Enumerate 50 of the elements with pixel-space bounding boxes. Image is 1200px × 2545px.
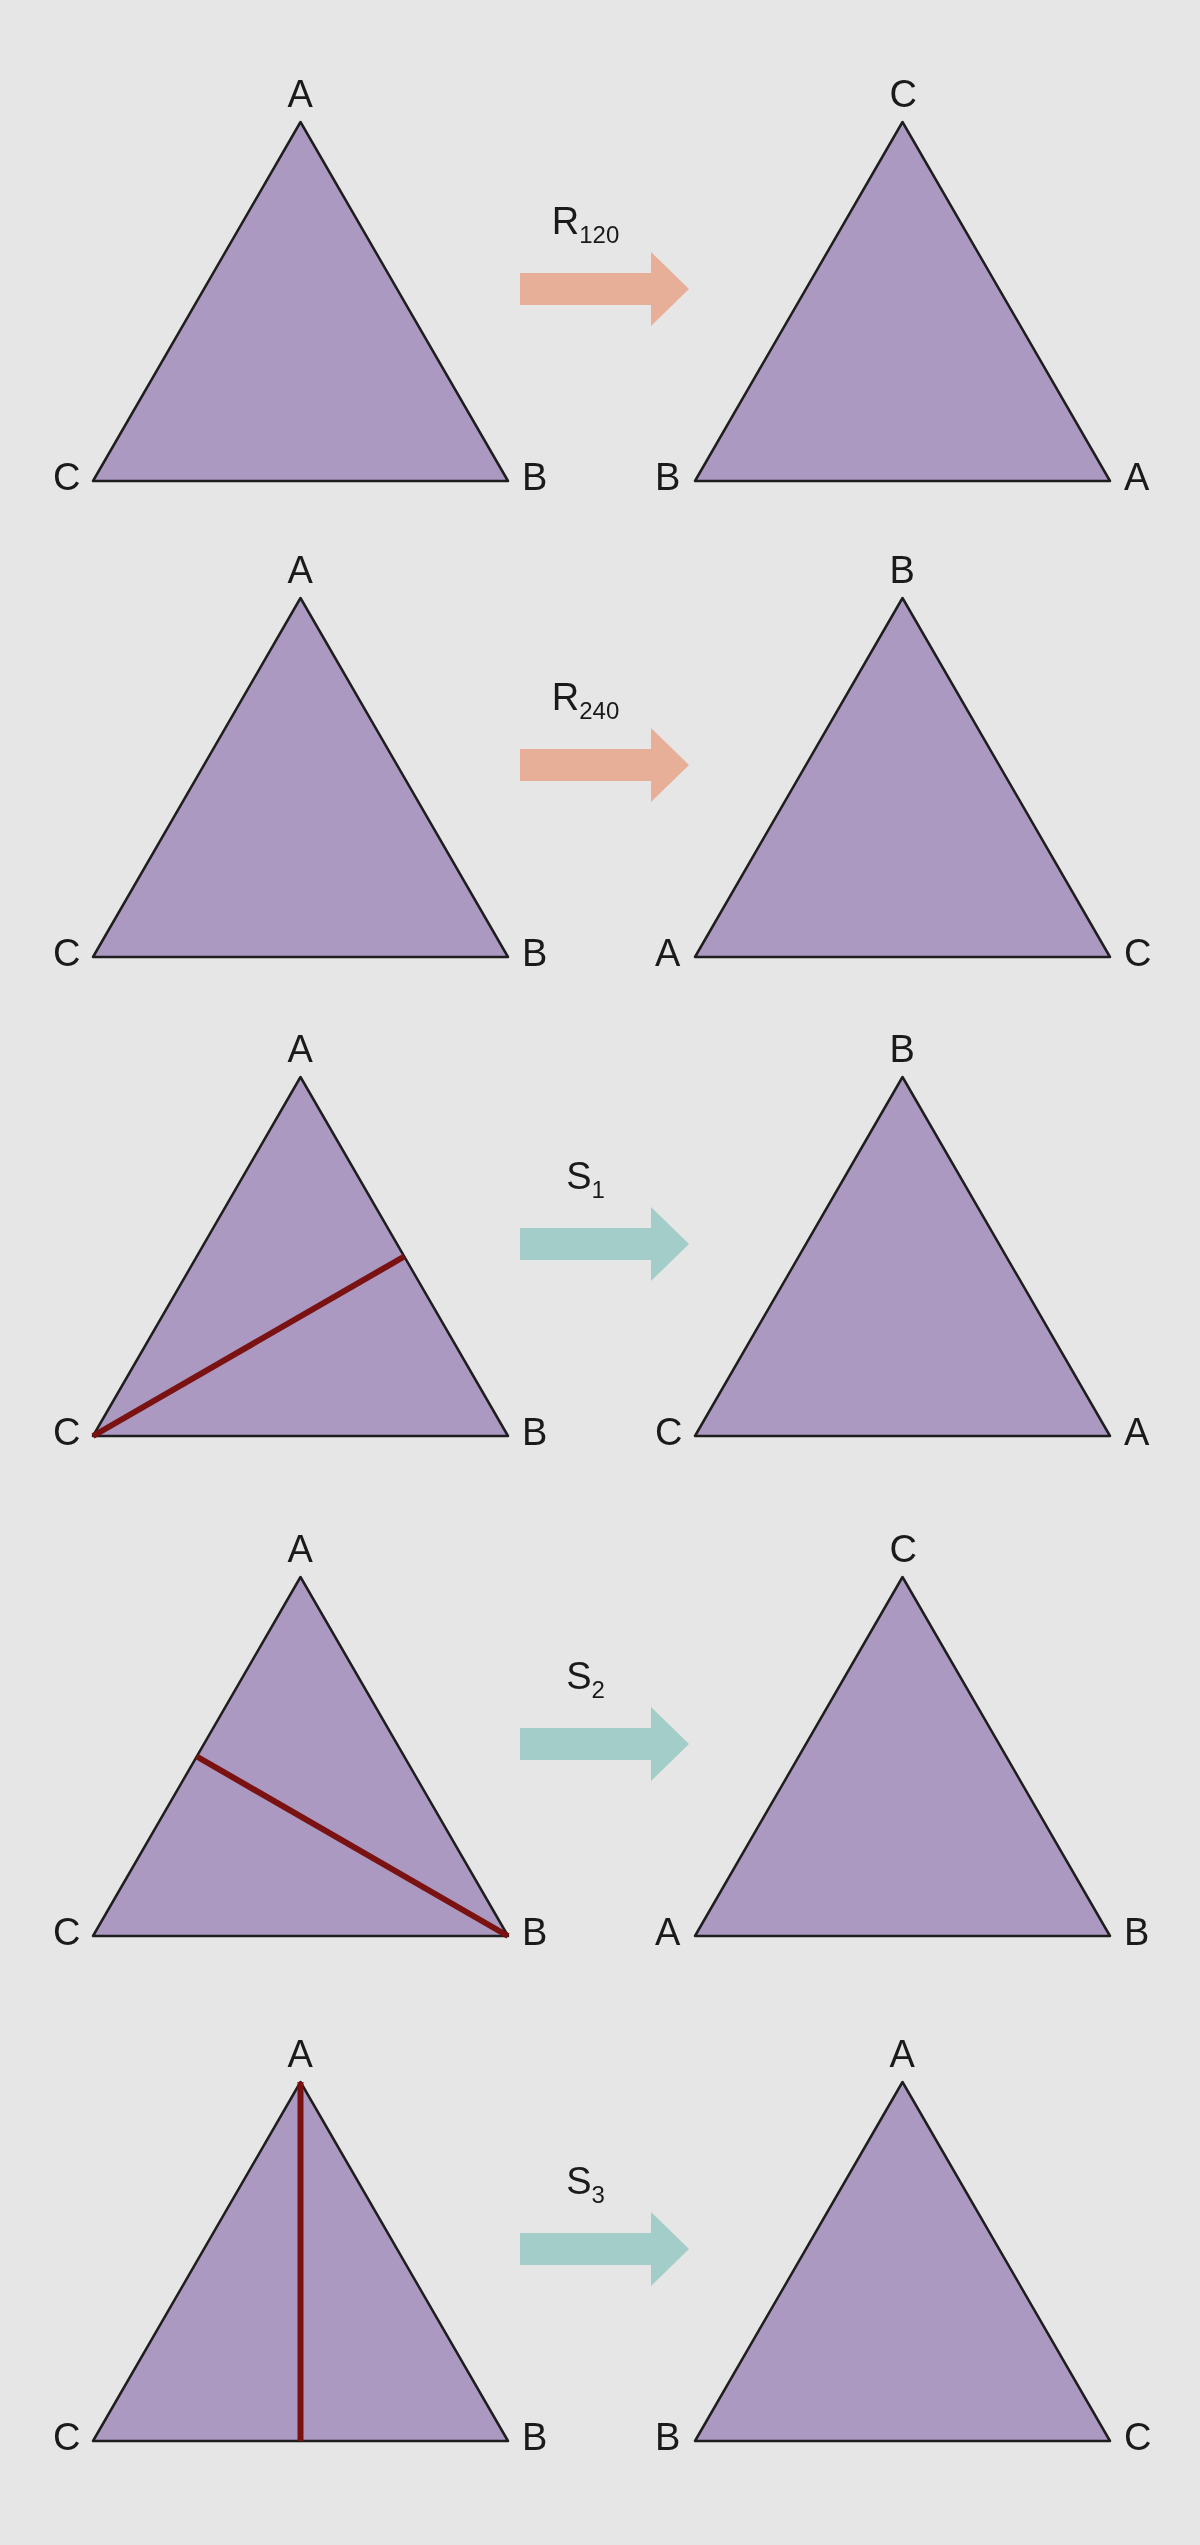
vertex-label: C [53,1912,81,1952]
vertex-label: B [889,1029,915,1069]
triangle [93,598,508,957]
triangle [93,2082,508,2441]
vertex-label: C [53,2417,81,2457]
vertex-label: A [655,933,681,973]
vertex-label: B [655,2417,681,2457]
vertex-label: C [655,1412,683,1452]
triangle [695,2082,1110,2441]
arrow [520,1707,689,1781]
vertex-label: C [53,457,81,497]
vertex-label: C [889,1529,917,1569]
vertex-label: B [1124,1912,1150,1952]
vertex-label: C [1124,933,1152,973]
vertex-label: A [287,74,313,114]
edge-label: R$_{240}$ [551,675,620,726]
vertex-label: A [1124,1412,1150,1452]
vertex-label: B [889,550,915,590]
edge-label: S$_{2}$ [566,1654,605,1705]
triangle [695,598,1110,957]
arrow [520,2212,689,2286]
vertex-label: C [889,74,917,114]
vertex-label: C [53,933,81,973]
vertex-label: B [522,933,548,973]
edge-label: S$_{1}$ [566,1154,605,1205]
vertex-label: A [655,1912,681,1952]
vertex-label: B [522,2417,548,2457]
vertex-label: A [889,2034,915,2074]
vertex-label: A [287,1529,313,1569]
vertex-label: A [287,550,313,590]
edge-label: S$_{3}$ [566,2159,605,2210]
vertex-label: A [1124,457,1150,497]
vertex-label: B [522,457,548,497]
edge-label: R$_{120}$ [551,199,620,250]
triangle [695,122,1110,481]
vertex-label: B [522,1412,548,1452]
arrow [520,1207,689,1281]
vertex-label: B [655,457,681,497]
arrow [520,728,689,802]
vertex-label: A [287,1029,313,1069]
triangle [93,1577,508,1936]
triangle [93,122,508,481]
vertex-label: C [53,1412,81,1452]
vertex-label: C [1124,2417,1152,2457]
vertex-label: B [522,1912,548,1952]
triangle [695,1077,1110,1436]
arrow [520,252,689,326]
vertex-label: A [287,2034,313,2074]
triangle [695,1577,1110,1936]
triangle [93,1077,508,1436]
